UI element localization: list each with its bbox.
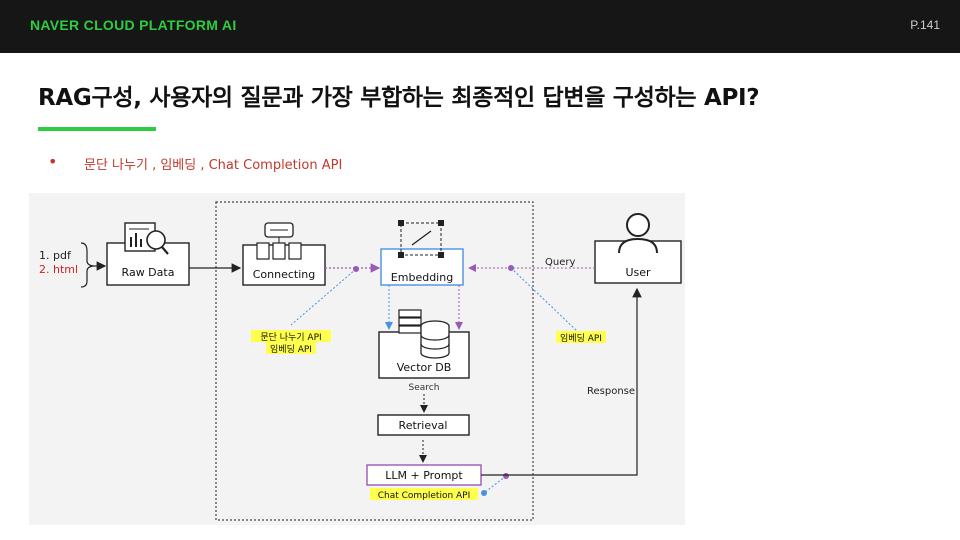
- header-bar: NAVER CLOUD PLATFORM AI P.141: [0, 0, 960, 53]
- pipeline-container: [215, 201, 534, 521]
- title-underline: [38, 127, 156, 131]
- rag-diagram: 1. pdf 2. html Raw Data Connecting: [29, 193, 685, 525]
- raw-data-label: Raw Data: [122, 266, 175, 279]
- database-server-icon: [398, 309, 450, 359]
- split-api-label: 문단 나누기 API: [260, 332, 321, 343]
- retrieval-label: Retrieval: [399, 419, 448, 432]
- input-pdf: 1. pdf: [39, 249, 72, 262]
- brand-label: NAVER CLOUD PLATFORM AI: [30, 17, 237, 33]
- node-embedding: Embedding: [380, 220, 464, 286]
- response-label: Response: [587, 386, 635, 397]
- bullet-icon: •: [48, 152, 58, 171]
- split-api-highlight: [251, 330, 331, 342]
- user-person-icon: [618, 213, 658, 254]
- node-retrieval: Retrieval: [377, 414, 470, 436]
- annotation-line-chat: [483, 475, 507, 494]
- llm-label: LLM + Prompt: [385, 469, 463, 482]
- slide-title: RAG구성, 사용자의 질문과 가장 부합하는 최종적인 답변을 구성하는 AP…: [38, 85, 760, 111]
- chat-api-label: Chat Completion API: [378, 491, 471, 501]
- node-llm-prompt: LLM + Prompt: [366, 464, 482, 486]
- node-vector-db: Vector DB: [378, 309, 470, 379]
- embed-api-right-highlight: [556, 331, 606, 343]
- input-brace: [80, 242, 94, 288]
- user-label: User: [625, 266, 651, 279]
- input-html: 2. html: [39, 263, 78, 276]
- annotation-dot-chat-llm: [503, 473, 509, 479]
- page-number: P.141: [910, 18, 940, 32]
- vector-db-label: Vector DB: [397, 361, 452, 374]
- annotation-dot-chat: [481, 490, 487, 496]
- node-user: User: [594, 213, 682, 284]
- connecting-label: Connecting: [253, 268, 316, 281]
- embed-api-left-highlight: [266, 342, 316, 354]
- node-raw-data: Raw Data: [106, 222, 190, 286]
- document-chart-magnifier-icon: [124, 222, 169, 255]
- vector-selection-icon: [398, 220, 444, 258]
- annotation-dot-split: [353, 266, 359, 272]
- annotation-line-embed-right: [510, 267, 578, 332]
- embed-api-right-label: 임베딩 API: [560, 332, 602, 344]
- chat-api-highlight: [370, 488, 478, 500]
- embedding-label: Embedding: [391, 271, 453, 284]
- search-label: Search: [409, 383, 440, 393]
- arrow-llm-to-user: [481, 287, 642, 476]
- bullet-text: 문단 나누기 , 임베딩 , Chat Completion API: [84, 158, 343, 173]
- embed-api-left-label: 임베딩 API: [270, 343, 312, 355]
- split-documents-icon: [256, 222, 302, 260]
- node-connecting: Connecting: [242, 222, 326, 286]
- query-label: Query: [545, 257, 575, 268]
